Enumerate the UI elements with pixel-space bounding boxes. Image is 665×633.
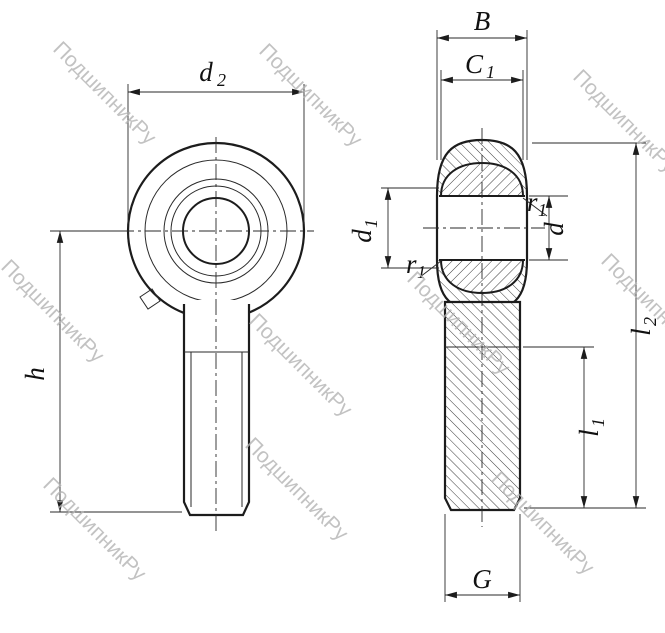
- dim-label-l2-sub: 2: [640, 317, 660, 326]
- lube-tab: [139, 288, 161, 310]
- watermarks: ПодшипникРу ПодшипникРу ПодшипникРу Подш…: [0, 37, 665, 585]
- dim-label-C1-sub: 1: [486, 62, 495, 82]
- dim-label-d1: d: [347, 229, 377, 243]
- watermark-text: ПодшипникРу: [244, 309, 356, 421]
- dim-label-h: h: [20, 367, 50, 381]
- dim-label-d: d: [539, 222, 569, 236]
- dim-B: B: [436, 6, 528, 160]
- watermark-text: ПодшипникРу: [486, 467, 598, 579]
- shank-body-mask: [184, 300, 249, 515]
- watermark-text: ПодшипникРу: [240, 433, 352, 545]
- dim-label-C1: C: [465, 49, 484, 79]
- dim-d: d: [529, 195, 569, 261]
- watermark-text: ПодшипникРу: [0, 255, 109, 367]
- shank-outline: [182, 304, 251, 517]
- front-view: [118, 137, 314, 531]
- dim-d1: d 1: [347, 187, 439, 269]
- dim-label-r1-top-sub: 1: [538, 200, 547, 220]
- watermark-text: ПодшипникРу: [48, 37, 160, 149]
- leader-line: [419, 260, 442, 278]
- dim-label-G: G: [472, 564, 492, 594]
- dim-l2: l 2: [524, 142, 660, 509]
- dim-label-r1-top: r: [527, 187, 538, 217]
- housing-hatch-top: [437, 140, 527, 196]
- ball-hatch-top: [441, 163, 523, 196]
- dim-label-r1-bottom: r: [406, 249, 417, 279]
- dim-label-d2-sub: 2: [217, 70, 226, 90]
- dim-r1-top: r 1: [522, 187, 548, 220]
- watermark-text: ПодшипникРу: [596, 249, 665, 361]
- dim-label-d2: d: [199, 57, 213, 87]
- dim-label-d1-sub: 1: [361, 219, 381, 228]
- watermark-text: ПодшипникРу: [568, 65, 665, 177]
- shank-section-hatch: [445, 302, 520, 510]
- watermark-text: ПодшипникРу: [254, 39, 366, 151]
- dim-h: h: [20, 230, 182, 513]
- dim-l1: l 1: [523, 346, 608, 508]
- dim-label-l1-sub: 1: [588, 418, 608, 427]
- dim-label-r1-bottom-sub: 1: [417, 262, 426, 282]
- dim-d2: d 2: [127, 57, 305, 224]
- dim-label-l1: l: [574, 429, 604, 437]
- leader-line: [522, 197, 548, 217]
- watermark-text: ПодшипникРу: [38, 473, 150, 585]
- dim-C1: C 1: [440, 49, 524, 160]
- dim-label-l2: l: [626, 328, 656, 336]
- section-view: [423, 128, 545, 527]
- shank-section-outline: [443, 300, 522, 512]
- housing-hatch-bottom: [437, 260, 527, 310]
- dim-G: G: [444, 514, 521, 602]
- dim-label-B: B: [474, 6, 491, 36]
- dim-r1-bottom: r 1: [406, 249, 442, 282]
- dimensions: d 2 h B C 1: [20, 6, 660, 602]
